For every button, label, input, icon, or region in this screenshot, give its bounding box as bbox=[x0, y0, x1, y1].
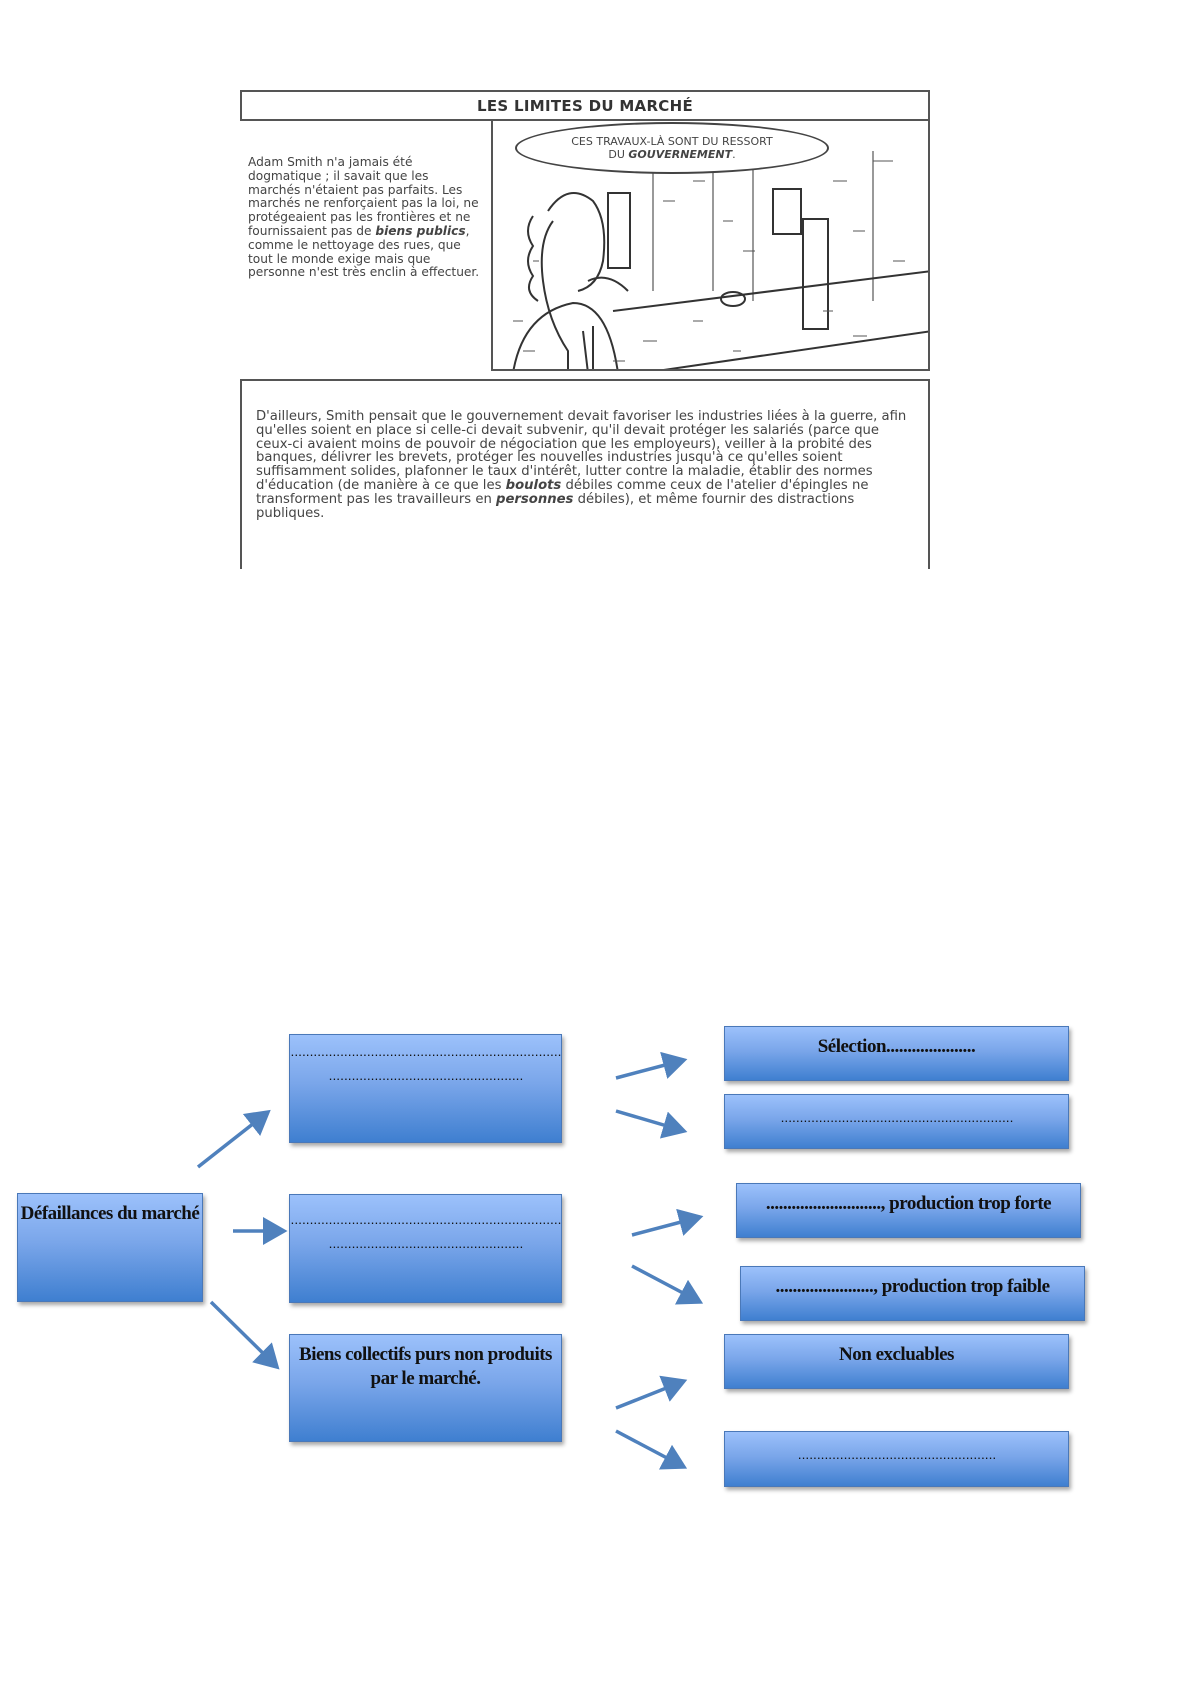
leaf4-label: ......................., production trop… bbox=[775, 1276, 1050, 1297]
caption-emphasis: biens publics bbox=[375, 223, 466, 238]
leaf5-box-non-excluables: Non excluables bbox=[724, 1334, 1069, 1389]
bottom-emphasis-2: personnes bbox=[496, 491, 574, 507]
caption-text-end: , comme le nettoyage des rues, que tout … bbox=[248, 223, 480, 280]
caption-text: Adam Smith n'a jamais été dogmatique ; i… bbox=[248, 155, 479, 238]
leaf2-box: ........................................… bbox=[724, 1094, 1069, 1149]
bottom-emphasis-1: boulots bbox=[505, 477, 562, 493]
arrow-root-to-branch3 bbox=[209, 1300, 280, 1370]
leaf2-blank-line: ........................................… bbox=[780, 1115, 1014, 1124]
bubble-line-2: DU GOUVERNEMENT. bbox=[517, 148, 827, 161]
leaf4-box-production-trop-faible: ......................., production trop… bbox=[740, 1266, 1085, 1321]
leaf1-label: Sélection..................... bbox=[817, 1036, 976, 1057]
root-label: Défaillances du marché bbox=[20, 1203, 200, 1224]
branch1-blank-line-2: ........................................… bbox=[328, 1073, 524, 1082]
arrow-branch1-to-leaf1 bbox=[615, 1051, 688, 1080]
arrow-branch1-to-leaf2 bbox=[615, 1109, 688, 1139]
bubble-suffix: . bbox=[732, 148, 736, 161]
speech-bubble: CES TRAVAUX-LÀ SONT DU RESSORT DU GOUVER… bbox=[515, 122, 829, 174]
arrow-branch3-to-leaf5 bbox=[615, 1375, 688, 1410]
bottom-text-3: débiles), et même fournir des distractio… bbox=[256, 491, 855, 521]
leaf1-box-selection: Sélection..................... bbox=[724, 1026, 1069, 1081]
arrow-branch2-to-leaf3 bbox=[631, 1208, 704, 1237]
branch3-label: Biens collectifs purs non produits par l… bbox=[299, 1344, 552, 1389]
bubble-prefix: DU bbox=[608, 148, 629, 161]
root-box-defaillances: Défaillances du marché bbox=[17, 1193, 203, 1302]
leaf3-box-production-trop-forte: ..........................., production … bbox=[736, 1183, 1081, 1238]
leaf6-blank-line: ........................................… bbox=[797, 1452, 996, 1461]
comic-bottom-panel bbox=[240, 379, 930, 569]
branch1-blank-line-1: ........................................… bbox=[290, 1049, 561, 1058]
branch1-box: ........................................… bbox=[289, 1034, 562, 1143]
bubble-emphasis: GOUVERNEMENT bbox=[628, 148, 733, 161]
leaf3-label: ..........................., production … bbox=[765, 1193, 1052, 1214]
arrow-branch2-to-leaf4 bbox=[631, 1264, 704, 1305]
branch2-blank-line-1: ........................................… bbox=[290, 1217, 561, 1226]
leaf6-box: ........................................… bbox=[724, 1431, 1069, 1487]
comic-bottom-text: D'ailleurs, Smith pensait que le gouvern… bbox=[256, 410, 916, 520]
leaf5-label: Non excluables bbox=[839, 1344, 954, 1365]
branch2-blank-line-2: ........................................… bbox=[328, 1241, 524, 1250]
bubble-line-1: CES TRAVAUX-LÀ SONT DU RESSORT bbox=[571, 135, 773, 148]
bottom-text-2: débiles comme ceux de l'atelier d'épingl… bbox=[256, 477, 869, 507]
arrow-branch3-to-leaf6 bbox=[615, 1429, 688, 1470]
comic-caption: Adam Smith n'a jamais été dogmatique ; i… bbox=[248, 155, 484, 280]
comic-title: LES LIMITES DU MARCHÉ bbox=[240, 90, 930, 121]
branch3-box-biens-collectifs: Biens collectifs purs non produits par l… bbox=[289, 1334, 562, 1442]
adam-smith-street-illustration bbox=[512, 151, 928, 369]
branch2-box: ........................................… bbox=[289, 1194, 562, 1303]
bottom-text-1: D'ailleurs, Smith pensait que le gouvern… bbox=[256, 409, 907, 493]
arrow-root-to-branch1 bbox=[196, 1109, 271, 1169]
